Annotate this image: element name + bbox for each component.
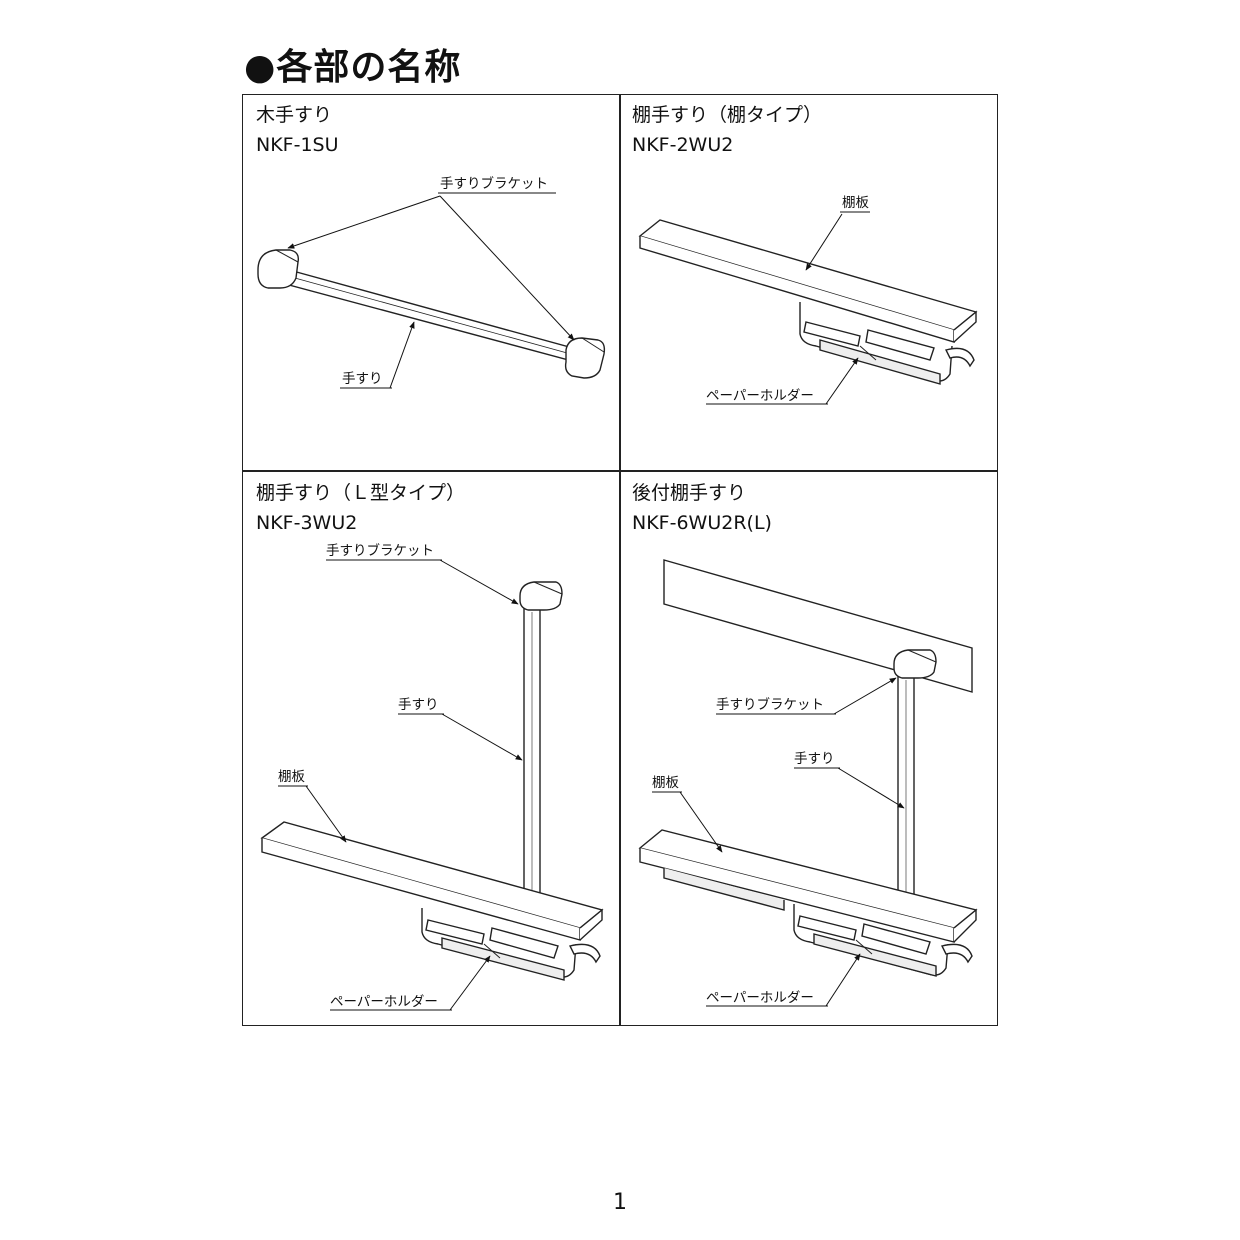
paper-holder: [799, 302, 975, 385]
panel-3-heading: 棚手すり（Ｌ型タイプ） NKF-3WU2: [256, 478, 465, 538]
panel-3-illustration: [260, 581, 604, 981]
panel-4-heading: 後付棚手すり NKF-6WU2R(L): [632, 478, 772, 538]
panel-1-heading: 木手すり NKF-1SU: [256, 100, 339, 160]
panel-4-name: 後付棚手すり: [632, 482, 747, 504]
panel-3-label-shelf: 棚板: [278, 769, 305, 785]
panel-1-label-bracket: 手すりブラケット: [440, 175, 548, 192]
panel-2-name: 棚手すり（棚タイプ）: [632, 104, 823, 126]
panel-2-model: NKF-2WU2: [632, 134, 734, 156]
panel-1-callouts: [287, 192, 575, 389]
panel-4-label-bracket: 手すりブラケット: [716, 696, 824, 713]
shelf-board: [638, 219, 978, 343]
grid-divider-horizontal: [242, 470, 998, 472]
panel-3-model: NKF-3WU2: [256, 512, 358, 534]
paper-holder: [421, 908, 601, 981]
panel-3-name: 棚手すり（Ｌ型タイプ）: [256, 482, 466, 504]
panel-4-label-handrail: 手すり: [794, 751, 835, 767]
panel-2-label-shelf: 棚板: [842, 195, 870, 211]
panel-2-label-holder: ペーパーホルダー: [706, 388, 814, 404]
panel-2-callouts: [706, 211, 870, 405]
page-number: 1: [613, 1190, 627, 1215]
shelf-board: [638, 829, 978, 943]
vertical-handrail: [523, 607, 541, 909]
panel-1-name: 木手すり: [256, 104, 333, 126]
panel-1-label-handrail: 手すり: [342, 371, 383, 387]
bracket-top: [519, 581, 563, 611]
panel-3-label-holder: ペーパーホルダー: [330, 994, 438, 1010]
panel-4-callouts: [652, 677, 905, 1007]
panel-4-label-holder: ペーパーホルダー: [706, 990, 814, 1006]
panel-4-illustration: [638, 559, 978, 977]
bracket-left: [257, 249, 300, 289]
bracket-top: [893, 649, 937, 679]
panel-1-illustration: [257, 249, 606, 379]
grid-divider-vertical: [619, 94, 621, 1026]
panel-2-heading: 棚手すり（棚タイプ） NKF-2WU2: [632, 100, 822, 160]
page-title: ●各部の名称: [244, 47, 462, 88]
paper-holder: [793, 904, 973, 977]
vertical-handrail: [897, 675, 915, 909]
panel-4-model: NKF-6WU2R(L): [632, 512, 772, 534]
panel-3-label-handrail: 手すり: [398, 697, 439, 713]
panel-1-model: NKF-1SU: [256, 134, 339, 156]
panel-3-callouts: [278, 559, 523, 1011]
panel-3-label-bracket: 手すりブラケット: [326, 542, 434, 559]
panel-4-label-shelf: 棚板: [652, 775, 680, 791]
bracket-right: [564, 337, 606, 379]
shelf-board: [260, 821, 604, 941]
handrail-bar: [277, 267, 581, 363]
panel-2-illustration: [638, 219, 978, 385]
